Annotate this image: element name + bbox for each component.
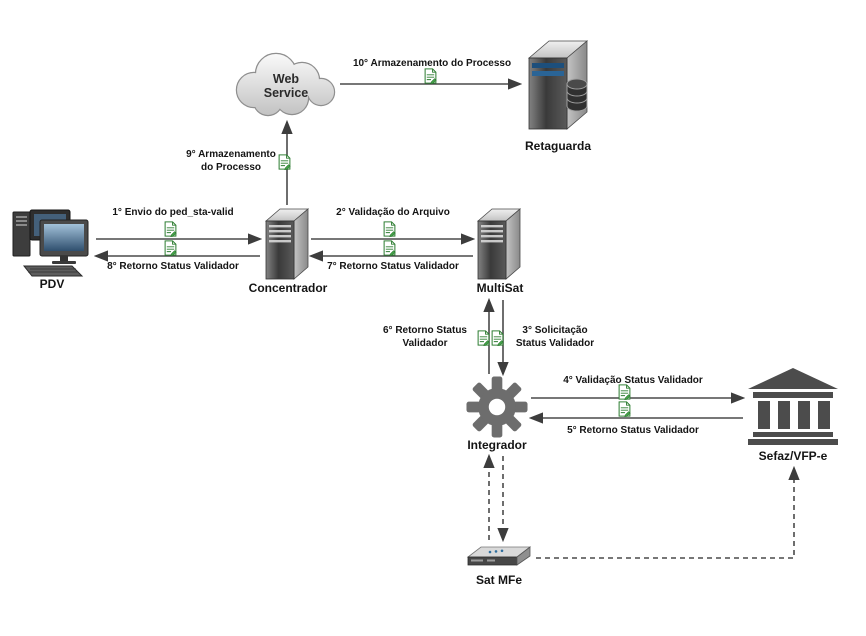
edge-label-e2: 2° Validação do Arquivo	[336, 207, 450, 218]
web-service-line2: Service	[263, 86, 309, 101]
document-icon	[424, 68, 437, 84]
edge-label-e5: 5° Retorno Status Validador	[567, 425, 699, 436]
server-tower-icon	[264, 208, 310, 280]
node-label-pdv: PDV	[39, 277, 65, 291]
edge-label-e9: 9° Armazenamento do Processo	[186, 149, 276, 173]
web-service-line1: Web	[272, 72, 300, 86]
edge-label-e6: 6° Retorno Status Validador	[382, 325, 467, 349]
document-icon	[383, 221, 396, 237]
bank-building-icon	[748, 368, 838, 445]
database-disks	[566, 78, 588, 112]
node-label-web-service: Web Service	[250, 72, 322, 101]
document-icon	[618, 384, 631, 400]
node-label-sefaz: Sefaz/VFP-e	[758, 449, 828, 463]
edge-label-e7: 7° Retorno Status Validador	[327, 261, 459, 272]
gear-icon	[466, 376, 528, 438]
router-device-icon	[466, 546, 532, 566]
edge-label-e8: 8° Retorno Status Validador	[107, 261, 239, 272]
server-tower-icon	[476, 208, 522, 280]
document-icon	[383, 240, 396, 256]
document-icon	[278, 154, 291, 170]
edge-label-e1: 1° Envio do ped_sta-valid	[112, 207, 234, 218]
edge-line-e13	[536, 465, 800, 559]
node-label-sat-mfe: Sat MFe	[475, 573, 522, 587]
node-label-integrador: Integrador	[467, 438, 527, 452]
document-icon	[164, 240, 177, 256]
document-icon	[491, 330, 504, 346]
edge-label-e10: 10° Armazenamento do Processo	[352, 58, 512, 69]
desktop-computer-icon	[12, 209, 89, 277]
document-icon	[164, 221, 177, 237]
server-database-icon	[527, 40, 589, 130]
node-label-retaguarda: Retaguarda	[524, 139, 592, 153]
cloud-icon	[235, 52, 336, 117]
document-icon	[618, 401, 631, 417]
node-label-multisat: MultiSat	[476, 281, 524, 295]
edge-label-e3: 3° Solicitação Status Validador	[515, 325, 595, 349]
document-icon	[477, 330, 490, 346]
edge-label-e4: 4° Validação Status Validador	[563, 375, 703, 386]
node-label-concentrador: Concentrador	[248, 281, 328, 295]
